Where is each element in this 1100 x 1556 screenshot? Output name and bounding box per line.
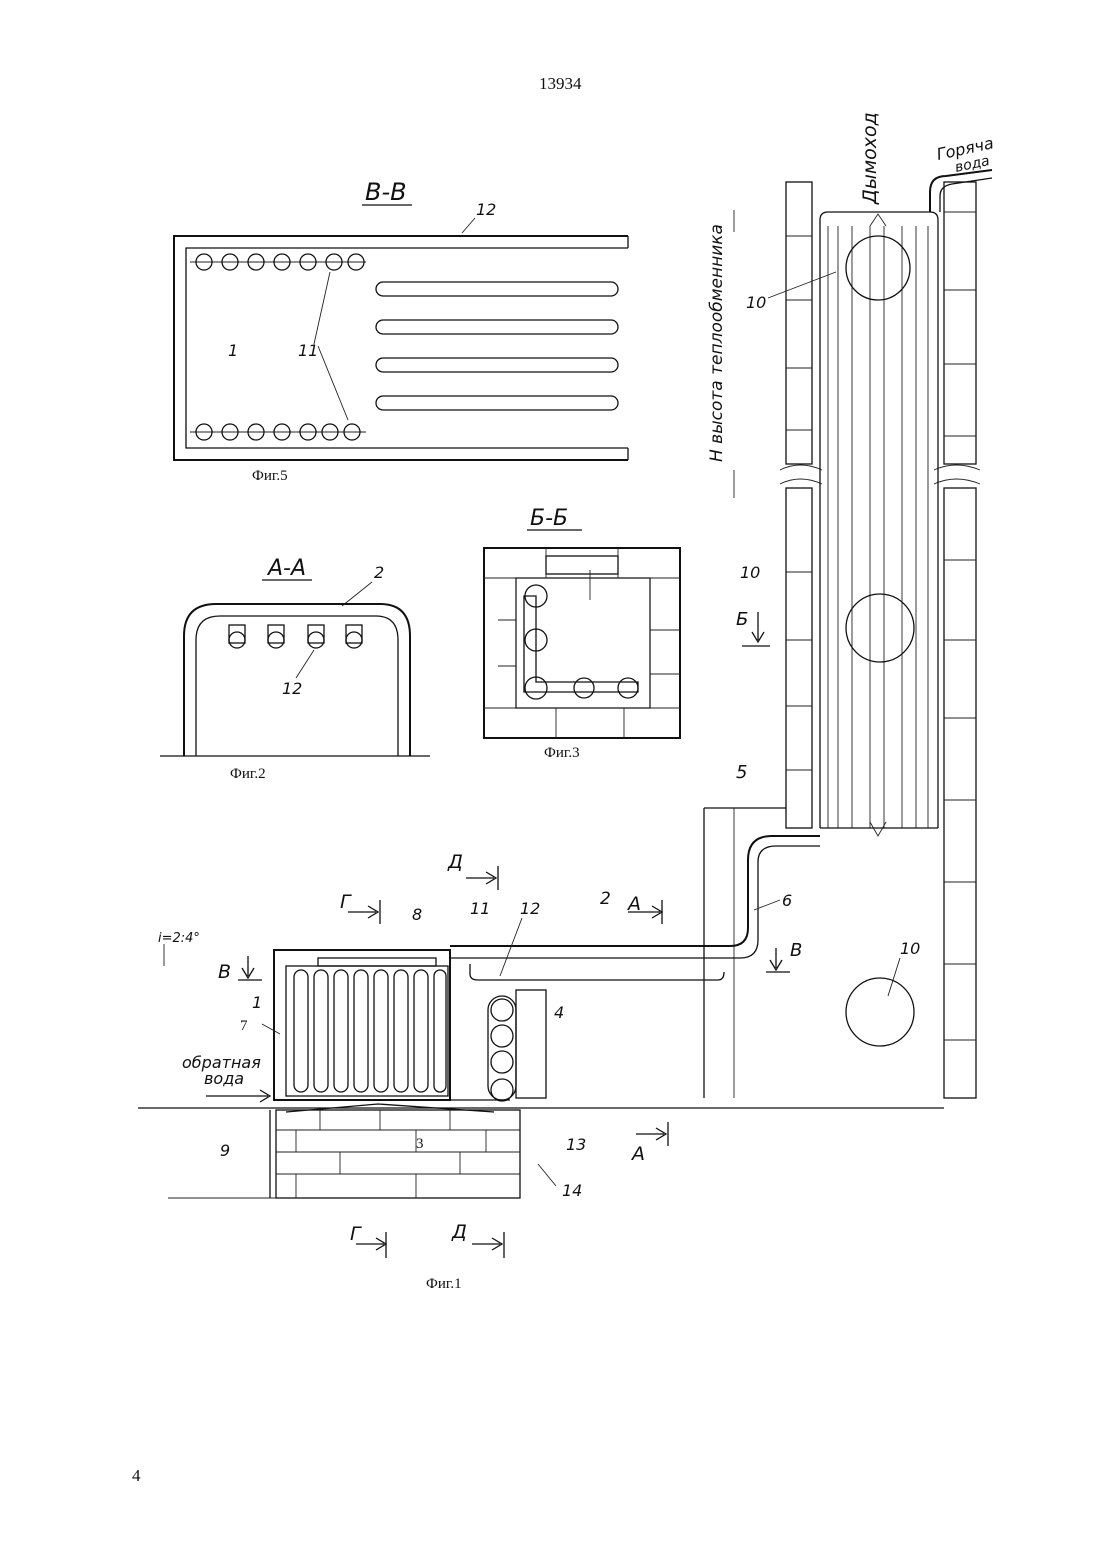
fig2-tube-circle: [308, 632, 324, 648]
fig1-section-mark-d-letter-top: Д: [447, 851, 463, 873]
fig1-label-collector-top: 8: [412, 905, 422, 924]
fig1-section-mark-a-arrow-bottom: [636, 1128, 666, 1140]
fig1-left-wall-upper: [786, 182, 812, 464]
fig1-vertical-tube-bank: [820, 212, 938, 836]
fig3-top-collector: [546, 556, 618, 574]
fig1-section-mark-b-arrow: [752, 612, 764, 642]
fig1-flue-opening-upper: [846, 236, 910, 300]
fig2-leader-pipe: [296, 650, 314, 678]
fig1-leader-inlet: [262, 1024, 280, 1034]
fig1-section-mark-d-arrow-bottom: [472, 1238, 502, 1250]
fig1-label-item-lower: 10: [900, 939, 920, 958]
fig1-label-tube: 11: [470, 899, 490, 918]
fig1-right-wall-upper: [944, 182, 976, 464]
fig2-tube-stubs: [229, 625, 362, 648]
fig5-label-chamber: 1: [228, 341, 238, 360]
fig2-label-pipe: 12: [282, 679, 302, 698]
fig2-leader-collector: [342, 582, 372, 606]
figure-2: А-А 2 12 Фиг.2: [160, 556, 430, 782]
fig5-long-tube: [376, 358, 618, 372]
fig1-chimney-masonry: [780, 182, 980, 1098]
fig5-caption: Фиг.5: [252, 468, 288, 484]
fig1-label-item-middle: 10: [740, 563, 760, 582]
fig1-flue-opening-middle: [846, 594, 914, 662]
fig5-leader-pipe: [462, 218, 475, 233]
fig1-label-riser: 5: [736, 762, 747, 783]
fig2-section-label: А-А: [266, 556, 306, 581]
fig1-height-label: Н высота теплообменника: [707, 224, 727, 462]
fig1-label-drum: 4: [554, 1003, 564, 1022]
fig1-base-wall: [704, 808, 786, 1098]
figure-1: Горяча вода Дымоход Н высота теплообменн…: [138, 112, 995, 1292]
fig1-label-bend: 6: [782, 891, 792, 910]
fig1-label-item-upper: 10: [746, 293, 766, 312]
fig1-chimney-label: Дымоход: [859, 112, 881, 205]
fig1-exchanger-tubes: [294, 970, 446, 1092]
fig3-section-label: Б-Б: [530, 506, 568, 531]
fig1-firebox-joints: [276, 1110, 520, 1198]
fig1-section-mark-d-arrow-top: [466, 872, 496, 884]
fig1-drum-casing: [516, 990, 546, 1098]
fig3-tube-circle: [574, 678, 594, 698]
fig1-top-collector: [318, 958, 436, 966]
fig1-exchanger-inner: [286, 966, 448, 1096]
fig5-horizontal-tubes: [376, 282, 618, 410]
fig1-drum-tubes: [488, 996, 516, 1101]
fig5-section-label: В-В: [365, 178, 407, 206]
fig1-right-wall-lower: [944, 488, 976, 1098]
fig1-label-collector: 2: [600, 889, 611, 909]
fig5-leader-tubes: [314, 272, 348, 420]
fig3-caption: Фиг.3: [544, 745, 580, 761]
fig1-leader-item-upper: [768, 272, 836, 298]
fig1-label-inlet-mark: 1: [252, 993, 262, 1012]
fig1-section-mark-g-letter-top: Г: [340, 891, 352, 913]
fig1-label-ashpit: 13: [566, 1135, 586, 1154]
fig1-connecting-pipe-outer: [450, 836, 820, 946]
fig1-hot-water-outlet: [930, 170, 992, 212]
fig1-leader-item-lower: [888, 958, 900, 996]
fig1-left-wall-lower: [786, 488, 812, 828]
fig1-label-pipe: 12: [520, 899, 540, 918]
fig5-casing-inner: [186, 248, 628, 448]
fig1-label-inlet: 7: [240, 1018, 248, 1034]
fig1-slope-label: i=2:4°: [158, 931, 200, 946]
fig2-tube-circle: [346, 632, 362, 648]
figure-3: Б-Б: [484, 506, 680, 761]
fig1-section-mark-d-letter-bottom: Д: [451, 1221, 467, 1243]
fig1-section-mark-a-letter-bottom: А: [630, 1143, 645, 1165]
fig1-section-mark-v-arrow-left: [242, 956, 254, 978]
fig2-caption: Фиг.2: [230, 766, 266, 782]
fig1-section-mark-g-letter-bottom: Г: [350, 1223, 362, 1245]
fig2-label-collector: 2: [374, 563, 384, 582]
fig1-section-mark-v-letter-right: В: [790, 940, 802, 961]
fig2-tube-circle: [268, 632, 284, 648]
fig5-casing-outer: [174, 236, 628, 460]
fig1-caption: Фиг.1: [426, 1276, 462, 1292]
fig1-leader-base: [538, 1164, 556, 1186]
fig1-section-mark-b-letter: Б: [736, 609, 748, 630]
fig1-exchanger-casing: [274, 950, 450, 1100]
fig1-return-water-arrow: [206, 1090, 270, 1102]
fig3-tube-circle: [618, 678, 638, 698]
fig5-label-pipe: 12: [476, 200, 496, 219]
fig1-section-mark-v-arrow-right: [770, 948, 782, 970]
fig1-firebox-masonry: [276, 1110, 520, 1198]
fig1-section-mark-v-letter-left: В: [218, 961, 231, 983]
fig1-flue-opening-lower: [846, 978, 914, 1046]
fig1-section-mark-g-arrow-top: [348, 906, 378, 918]
fig5-long-tube: [376, 396, 618, 410]
fig5-label-tubes: 11: [298, 341, 318, 360]
fig1-hot-water-outlet-inner: [940, 178, 992, 212]
fig1-return-water-label-2: вода: [204, 1069, 244, 1088]
fig1-return-pipe: [470, 964, 724, 980]
fig2-tube-circle: [229, 632, 245, 648]
fig5-long-tube: [376, 320, 618, 334]
fig1-label-firebox: 3: [416, 1136, 424, 1152]
fig5-long-tube: [376, 282, 618, 296]
figure-5: В-В 12: [174, 178, 628, 484]
fig1-label-grate: 9: [220, 1141, 230, 1160]
fig1-label-base: 14: [562, 1181, 582, 1200]
